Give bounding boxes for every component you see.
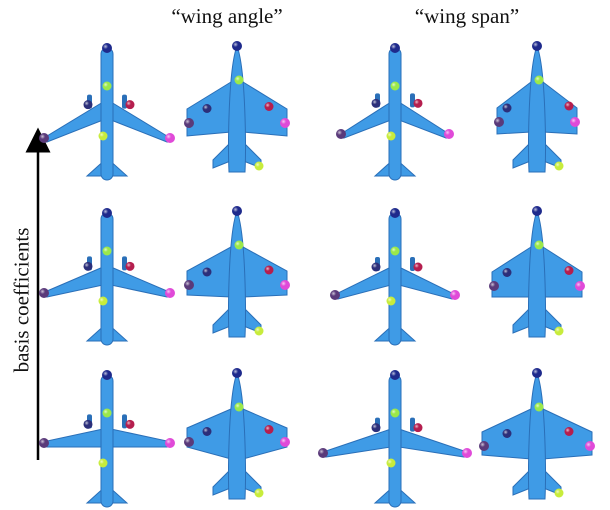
fuselage	[100, 374, 114, 508]
fuselage	[388, 47, 402, 181]
aircraft-cell	[39, 43, 175, 181]
left-wing	[343, 101, 392, 139]
aircraft-cell	[489, 206, 585, 338]
left-wing	[496, 80, 532, 135]
aircraft-cell	[39, 370, 175, 508]
left-wing	[491, 246, 532, 298]
fuselage	[100, 212, 114, 346]
aircraft-cell	[184, 368, 290, 500]
column-title-wing-angle: “wing angle”	[171, 4, 283, 28]
left-wing	[46, 428, 104, 448]
right-wing	[242, 81, 288, 137]
aircraft-cell	[494, 41, 580, 173]
right-wing	[398, 428, 465, 458]
fuselage	[100, 47, 114, 181]
aircraft-cell	[330, 208, 460, 346]
fuselage	[228, 209, 246, 338]
left-wing	[46, 101, 104, 143]
aircraft-cell	[184, 206, 290, 338]
left-wing	[46, 266, 104, 298]
right-wing	[110, 266, 168, 298]
fuselage	[228, 44, 246, 173]
aircraft-cell	[184, 41, 290, 173]
right-wing	[110, 428, 168, 448]
right-wing	[110, 101, 168, 143]
right-wing	[398, 101, 447, 139]
right-wing	[542, 246, 583, 298]
column-title-wing-span: “wing span”	[414, 4, 520, 28]
aircraft-cell	[39, 208, 175, 346]
aircraft-cell	[336, 43, 454, 181]
fuselage	[388, 374, 402, 508]
aircraft-cell	[479, 368, 595, 500]
aircraft-cell	[318, 370, 472, 508]
fuselage	[528, 371, 546, 500]
fuselage	[528, 44, 546, 173]
left-wing	[337, 266, 392, 300]
fuselage	[388, 212, 402, 346]
fuselage	[528, 209, 546, 338]
right-wing	[398, 266, 453, 300]
fuselage	[228, 371, 246, 500]
left-wing	[325, 428, 392, 458]
right-wing	[242, 408, 288, 460]
